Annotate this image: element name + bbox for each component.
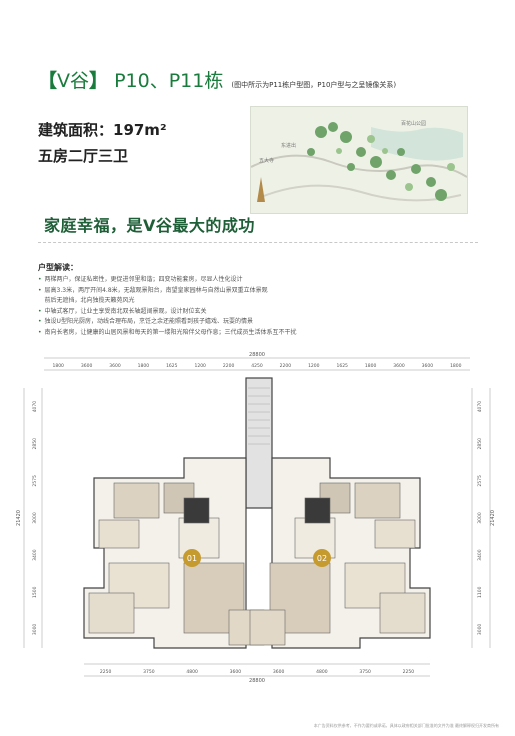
bottom-dim: 3750: [143, 669, 155, 675]
list-item: •独设U型阳光厨房，动线合理布局，烹饪之余还能照看到孩子嬉戏、玩耍的情景: [38, 318, 253, 325]
unit-02-label: 02: [317, 554, 327, 563]
building-area: 建筑面积：197m²: [38, 121, 167, 139]
top-dim: 3600: [422, 363, 434, 369]
right-dim: 4070: [477, 401, 483, 413]
left-dim: 3400: [32, 549, 38, 561]
bottom-dim: 2250: [100, 669, 112, 675]
top-dim: 3600: [393, 363, 405, 369]
list-item: •前后无遮挡，北向独揽天籁苑风光: [44, 297, 135, 304]
title-note: (图中所示为P11栋户型图，P10户型与之呈镜像关系): [231, 81, 397, 89]
list-item: •南向长者房，让健康的山居风景和每天的第一缕阳光陪伴父母作息；三代成员生活体系互…: [38, 328, 297, 336]
map-label: 东进出: [281, 142, 296, 149]
bottom-dim: 3750: [359, 669, 371, 675]
top-dim: 1625: [336, 363, 348, 369]
left-dim: 1500: [32, 586, 38, 598]
top-dim: 1800: [365, 363, 377, 369]
top-dim: 1200: [194, 363, 206, 369]
top-dim: 3600: [81, 363, 93, 369]
page-title: 【V谷】 P10、P11栋 (图中所示为P11栋户型图，P10户型与之呈镜像关系…: [38, 66, 396, 93]
right-dim: 3400: [477, 549, 483, 561]
top-dim: 2200: [223, 363, 235, 369]
top-dim: 3600: [109, 363, 121, 369]
right-dim: 2575: [477, 475, 483, 487]
title-units: P10、P11栋: [114, 70, 224, 92]
list-item: •层高3.3米，两厅开间4.8米，无敌观景阳台，南望皇家园林与自然山景双重立体景…: [38, 286, 268, 294]
top-total-dim: 28800: [249, 352, 265, 358]
top-dim: 4250: [251, 363, 263, 369]
map-label: 五大寺: [259, 157, 274, 164]
right-dim: 1100: [477, 586, 483, 598]
left-dim: 2850: [32, 438, 38, 450]
top-dim: 1200: [308, 363, 320, 369]
left-dim: 3000: [32, 512, 38, 524]
bottom-dim: 4800: [186, 669, 198, 675]
footnote: 本广告资料仅供参考，不作为要约或承诺，具体以政府相关部门批准的文件为准 最终解释…: [313, 723, 499, 728]
interpretation-list: •两梯两户，保证私密性，更促进邻里和谐；四变功能套房，尽显人性化设计 •层高3.…: [38, 275, 478, 338]
unit-01-label: 01: [187, 554, 197, 563]
top-dim: 1625: [166, 363, 178, 369]
left-dim: 2575: [32, 475, 38, 487]
top-dim: 2200: [280, 363, 292, 369]
right-dim: 3000: [477, 512, 483, 524]
top-dim: 1800: [450, 363, 462, 369]
unit-badge-01: [183, 549, 201, 567]
right-dim: 2850: [477, 438, 483, 450]
floor-plan: 28800 1800 3600 3600 1800 1625 1200 2200 4250 22…: [14, 348, 500, 684]
bottom-dim: 3600: [273, 669, 285, 675]
slogan: 家庭幸福，是V谷最大的成功: [44, 216, 255, 235]
right-dim: 3000: [477, 624, 483, 636]
list-item: •中轴式客厅，让业主享受南北双长轴超阔景观，设计财位玄关: [38, 307, 207, 315]
top-dim: 1800: [138, 363, 150, 369]
unit-badge-02: [313, 549, 331, 567]
map-label: 百花山公园: [401, 120, 426, 127]
room-layout: 五房二厅三卫: [38, 147, 129, 165]
left-total-dim: 21420: [16, 510, 22, 526]
left-dim: 3000: [32, 624, 38, 636]
title-brand: V谷: [57, 70, 90, 92]
top-dim: 1800: [52, 363, 64, 369]
list-item: •两梯两户，保证私密性，更促进邻里和谐；四变功能套房，尽显人性化设计: [38, 276, 243, 283]
right-total-dim: 21420: [490, 510, 496, 526]
interpretation-title: 户型解读：: [38, 263, 78, 272]
bottom-total-dim: 28800: [249, 678, 265, 684]
bottom-dim: 4800: [316, 669, 328, 675]
site-map: 百花山公园 五大寺 东进出: [250, 106, 468, 214]
bottom-dim: 3600: [230, 669, 242, 675]
left-dim: 4070: [32, 401, 38, 413]
title-bracket-open: 【: [38, 70, 58, 92]
divider: [38, 242, 478, 243]
bottom-dim: 2250: [403, 669, 415, 675]
title-bracket-close: 】: [89, 70, 109, 92]
